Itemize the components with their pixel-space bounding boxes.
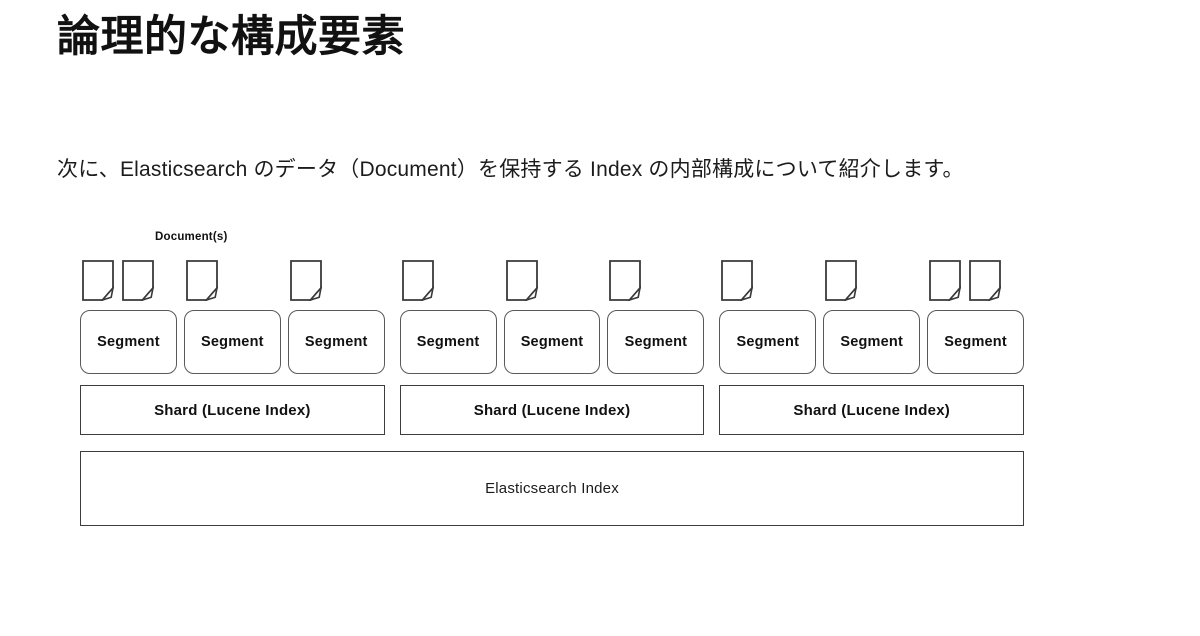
segment-box: Segment bbox=[80, 310, 177, 374]
segment-cells: Segment Segment Segment bbox=[719, 260, 1025, 374]
shard-box: Shard (Lucene Index) bbox=[719, 385, 1025, 435]
document-icon bbox=[122, 260, 154, 301]
elasticsearch-index-box: Elasticsearch Index bbox=[80, 451, 1024, 526]
segment-cell: Segment bbox=[607, 260, 705, 374]
document-icon bbox=[609, 260, 642, 301]
segment-box: Segment bbox=[399, 310, 497, 374]
documents-label: Document(s) bbox=[155, 231, 228, 243]
page-title: 論理的な構成要素 bbox=[57, 13, 405, 61]
segment-box: Segment bbox=[823, 310, 921, 374]
document-icon bbox=[721, 260, 754, 301]
segment-cell: Segment bbox=[823, 260, 921, 374]
segment-box: Segment bbox=[719, 310, 817, 374]
document-icon bbox=[289, 260, 322, 301]
document-icon bbox=[185, 260, 218, 301]
document-icon bbox=[825, 260, 858, 301]
document-icons bbox=[80, 260, 177, 301]
document-icon bbox=[505, 260, 538, 301]
document-icons bbox=[288, 260, 385, 301]
segment-cell: Segment bbox=[399, 260, 497, 374]
document-icons bbox=[504, 260, 601, 301]
shard-box: Shard (Lucene Index) bbox=[80, 385, 385, 435]
document-icons bbox=[719, 260, 816, 301]
document-icons bbox=[184, 260, 281, 301]
document-icons bbox=[400, 260, 497, 301]
segment-box: Segment bbox=[503, 310, 601, 374]
segment-box: Segment bbox=[287, 310, 385, 374]
intro-text: 次に、Elasticsearch のデータ（Document）を保持する Ind… bbox=[57, 158, 964, 181]
elasticsearch-index-label: Elasticsearch Index bbox=[485, 480, 619, 497]
document-icon bbox=[401, 260, 434, 301]
segment-cells: Segment Segment Segment bbox=[399, 260, 705, 374]
segment-cell: Segment bbox=[927, 260, 1025, 374]
segment-box: Segment bbox=[183, 310, 281, 374]
segment-cell: Segment bbox=[287, 260, 385, 374]
segment-box: Segment bbox=[607, 310, 705, 374]
document-icon bbox=[82, 260, 114, 301]
document-icons bbox=[823, 260, 920, 301]
segment-cell: Segment bbox=[80, 260, 177, 374]
document-icons bbox=[607, 260, 704, 301]
segment-cell: Segment bbox=[183, 260, 281, 374]
document-icon bbox=[929, 260, 962, 301]
segment-cell: Segment bbox=[719, 260, 817, 374]
document-icons bbox=[927, 260, 1024, 301]
shard-box: Shard (Lucene Index) bbox=[399, 385, 705, 435]
segment-box: Segment bbox=[927, 310, 1025, 374]
segment-cells: Segment Segment Segment bbox=[80, 260, 385, 374]
segment-cell: Segment bbox=[503, 260, 601, 374]
document-icon bbox=[969, 260, 1002, 301]
